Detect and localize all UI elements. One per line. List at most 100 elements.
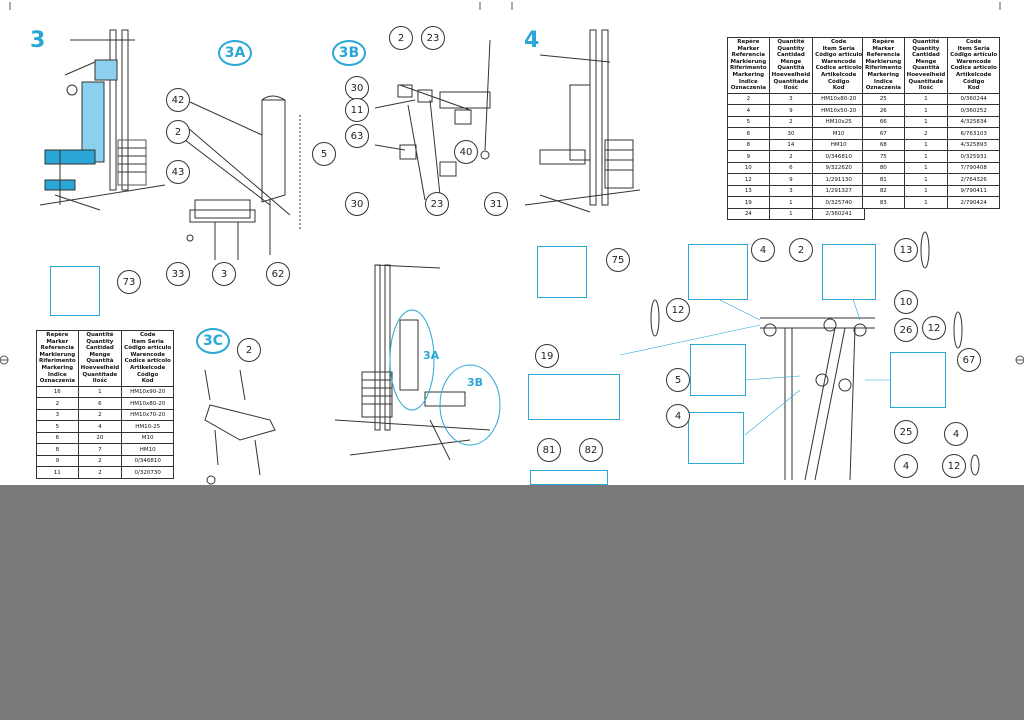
callout-r13: 13 — [894, 238, 918, 262]
table-cell: 1/291327 — [812, 184, 866, 198]
table-cell: 2 — [36, 397, 79, 410]
table-cell: 0/325931 — [947, 150, 1001, 163]
header-line: Markierung — [865, 58, 902, 65]
table-cell: 4/325834 — [947, 115, 1001, 129]
header-line: Quantità — [912, 65, 940, 72]
header-line: Code — [830, 39, 847, 45]
table-cell: 2/790424 — [947, 196, 1001, 209]
callout-b63: 63 — [345, 124, 369, 148]
table-cell: 2/764326 — [947, 173, 1001, 186]
table-cell: 6 — [77, 397, 123, 410]
table-cell: 9 — [768, 173, 814, 186]
table-cell: HM10x70-20 — [121, 408, 175, 422]
header-line: Riferimento — [730, 65, 767, 72]
table-cell: HM10 — [121, 443, 175, 456]
callout-3: 3 — [212, 262, 236, 286]
table-cell: 26 — [862, 104, 905, 117]
header-line: Menge — [780, 58, 802, 65]
callout-62: 62 — [266, 262, 290, 286]
gray-overlay — [0, 485, 1024, 720]
callout-r26: 26 — [894, 318, 918, 342]
callout-r19: 19 — [535, 344, 559, 368]
table-cell: HM10x50-20 — [812, 104, 866, 117]
header-line: Markering — [867, 71, 900, 78]
header-line: Oznaczenia — [39, 378, 75, 385]
header-line: Referencia — [866, 52, 900, 59]
table-cell: 81 — [862, 173, 905, 186]
detail-box-81-82 — [530, 470, 608, 485]
table-cell: 68 — [862, 138, 905, 152]
header-line: Quantitade — [908, 78, 944, 85]
table-cell: 1 — [903, 92, 949, 106]
table-cell: 9 — [36, 454, 79, 468]
callout-5: 5 — [312, 142, 336, 166]
header-line: Cantidad — [86, 345, 114, 352]
table-cell: 1 — [903, 196, 949, 209]
header-line: Oznaczenia — [865, 85, 901, 92]
table-cell: 30 — [768, 127, 814, 140]
table-cell: 67 — [862, 127, 905, 140]
table-cell: HM10-25 — [121, 420, 175, 433]
table-cell: 82 — [862, 184, 905, 198]
header-line: Repère — [872, 39, 895, 45]
header-line: Hoeveelheid — [771, 71, 811, 78]
header-line: Item Seria — [822, 45, 855, 52]
callout-b23-bot: 23 — [425, 192, 449, 216]
header-line: Code — [139, 332, 156, 338]
detail-box-5 — [690, 344, 746, 396]
callout-b11: 11 — [345, 98, 369, 122]
table-cell: 0/360252 — [947, 104, 1001, 117]
callout-b30-top: 30 — [345, 76, 369, 100]
step-number-3: 3 — [30, 28, 46, 53]
header-line: Ilość — [918, 85, 934, 92]
header-line: Codice articolo — [124, 358, 171, 365]
exploded-view-3b — [374, 39, 491, 201]
header-line: Código artículo — [950, 52, 998, 59]
header-line: Ilość — [92, 378, 108, 385]
table-cell: 0/360244 — [947, 92, 1001, 106]
header-line: Repère — [46, 332, 69, 338]
callout-b23-top: 23 — [421, 26, 445, 50]
table-cell: 0/320730 — [121, 466, 175, 479]
table-cell: 9/322620 — [812, 161, 866, 175]
callout-r4c: 4 — [894, 454, 918, 478]
callout-b31: 31 — [484, 192, 508, 216]
header-line: Código artículo — [815, 52, 863, 59]
header-line: Kod — [967, 85, 980, 92]
header-line: Quantitade — [82, 371, 118, 378]
header-line: Quantité — [777, 39, 805, 45]
table-cell: 24 — [727, 207, 770, 221]
table-cell: 1 — [768, 196, 814, 209]
header-line: Item Seria — [131, 338, 164, 345]
table-cell: 2 — [77, 408, 123, 422]
header-line: Marker — [872, 45, 895, 52]
table-cell: HM10x80-20 — [121, 397, 175, 410]
table-cell: 0/325740 — [812, 196, 866, 209]
table-cell: M10 — [812, 127, 866, 140]
table-cell: 1 — [77, 385, 123, 399]
header-line: Código — [828, 78, 850, 85]
table-cell: HM10x80-20 — [812, 92, 866, 106]
diagram-label-3a: 3A — [423, 349, 440, 362]
table-cell: 6 — [768, 161, 814, 175]
table-cell: 5 — [727, 115, 770, 129]
header-line: Quantité — [912, 39, 940, 45]
callout-r67: 67 — [957, 348, 981, 372]
table-cell: 2 — [77, 454, 123, 468]
header-line: Marker — [46, 338, 69, 345]
callout-43: 43 — [166, 160, 190, 184]
